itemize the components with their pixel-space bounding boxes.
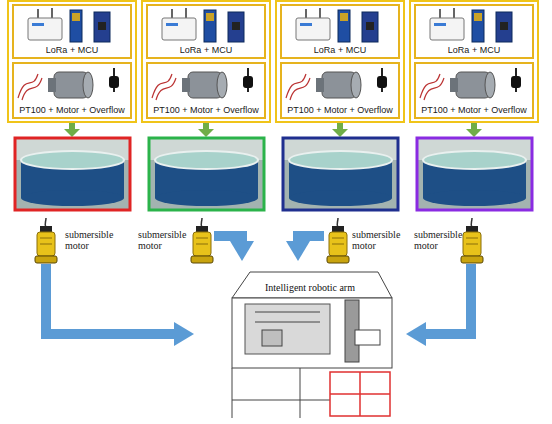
pump-icon (191, 218, 213, 263)
node-text: submersible motor (65, 229, 117, 251)
sensor-box: PT100 + Motor + Overflow (414, 62, 534, 119)
panel-detail (255, 322, 320, 323)
red-frame (330, 372, 390, 416)
machine-leg (232, 368, 233, 418)
machine-panel (245, 304, 330, 354)
node-text: PT100 + Motor + Overflow (19, 105, 125, 116)
pump-node: submersible motor (410, 216, 484, 264)
device-box: LoRa + MCU (146, 4, 266, 59)
node-text: Intelligent robotic arm (265, 282, 355, 293)
panel-detail (255, 312, 320, 313)
robot-node: Intelligent robotic arm (195, 262, 405, 420)
machine-cabinet (232, 298, 392, 368)
flow-connector (298, 236, 324, 242)
fish-tank (15, 138, 130, 210)
sensor-panel (410, 1, 538, 137)
node-text: PT100 + Motor + Overflow (153, 105, 259, 116)
pump-icon (461, 218, 483, 263)
sensor-box: PT100 + Motor + Overflow (12, 62, 132, 119)
sensor-panel (276, 1, 404, 137)
flow-connector (214, 236, 242, 242)
pump-icon (35, 218, 57, 263)
panel-detail (262, 330, 282, 346)
flow-connector (425, 264, 471, 334)
sensor-panel (8, 1, 136, 137)
flow-connector (46, 264, 175, 334)
sensor-box: PT100 + Motor + Overflow (146, 62, 266, 119)
node-text: LoRa + MCU (46, 45, 98, 56)
node-text: LoRa + MCU (180, 45, 232, 56)
node-text: PT100 + Motor + Overflow (421, 105, 527, 116)
node-text: submersible motor (352, 229, 400, 251)
device-box: LoRa + MCU (280, 4, 400, 59)
tank-frame (149, 138, 264, 210)
node-text: LoRa + MCU (448, 45, 500, 56)
robotic-arm-drawing (232, 272, 392, 418)
node-text: submersible motor (138, 229, 190, 251)
pump-node: submersible motor (33, 216, 125, 264)
machine-roof (232, 272, 392, 298)
arm-gripper (355, 330, 380, 345)
sensor-box: PT100 + Motor + Overflow (280, 62, 400, 119)
node-text: PT100 + Motor + Overflow (287, 105, 393, 116)
machine-brace (232, 400, 330, 401)
pump-node: submersible motor (324, 216, 398, 264)
device-box: LoRa + MCU (414, 4, 534, 59)
tank-frame (283, 138, 398, 210)
node-text: LoRa + MCU (314, 45, 366, 56)
node-text: submersible motor (414, 229, 466, 251)
device-box: LoRa + MCU (12, 4, 132, 59)
tank-frame (417, 138, 532, 210)
machine-leg (300, 368, 301, 418)
fish-tank (149, 138, 264, 210)
fish-tank (417, 138, 532, 210)
pump-icon (327, 218, 349, 263)
fish-tank (283, 138, 398, 210)
red-frame (359, 372, 361, 416)
sensor-panel (142, 1, 270, 137)
pump-node: submersible motor (134, 216, 214, 264)
tank-frame (15, 138, 130, 210)
